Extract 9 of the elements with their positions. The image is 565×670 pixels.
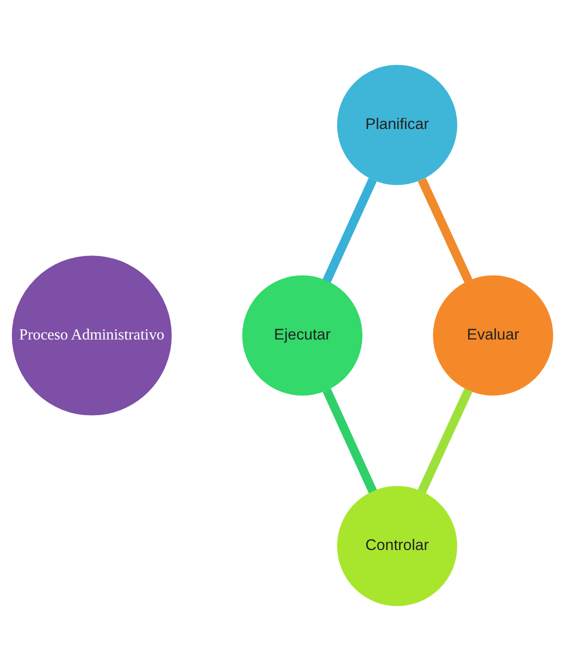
connector xyxy=(418,388,472,493)
node-circle: Evaluar xyxy=(432,274,554,396)
node-circle: Controlar xyxy=(337,485,458,606)
connector xyxy=(322,177,377,282)
connector xyxy=(418,177,472,282)
connector xyxy=(322,388,377,493)
node-circle: Proceso Administrativo xyxy=(12,255,172,415)
node-circle: Ejecutar xyxy=(242,274,362,396)
node-circle: Planificar xyxy=(337,64,458,185)
